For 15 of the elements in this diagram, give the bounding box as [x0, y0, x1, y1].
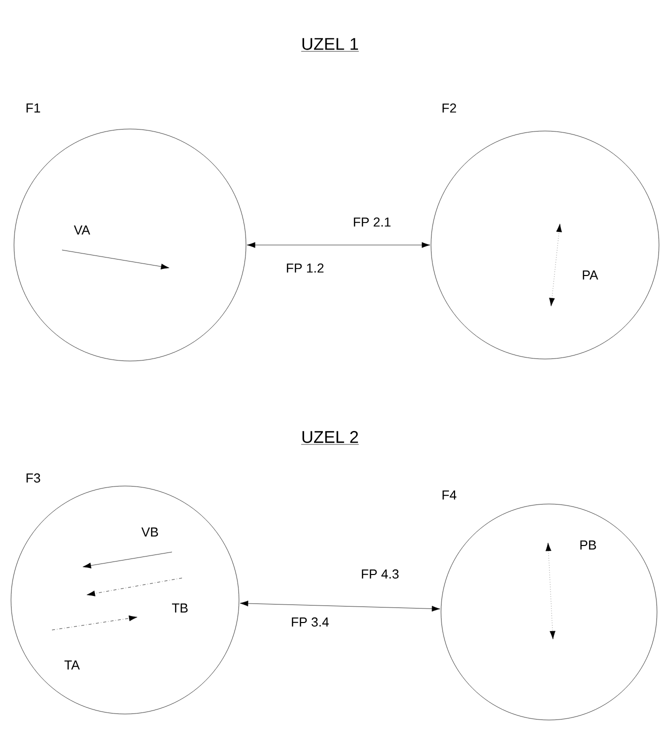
node-label: F4	[442, 490, 456, 500]
arrow-label: TA	[64, 660, 80, 670]
arrow-label: VA	[74, 226, 90, 234]
arrow-label: PA	[582, 270, 598, 280]
node-label: F3	[26, 473, 40, 483]
port-label: FP 3.4	[292, 617, 329, 627]
heading: UZEL 1	[300, 38, 360, 52]
arrow-label: TB	[172, 604, 188, 612]
arrow-label: PB	[580, 540, 596, 550]
arrow	[240, 600, 440, 612]
node-label: F1	[26, 104, 40, 112]
heading: UZEL 2	[300, 430, 360, 445]
arrow	[246, 242, 430, 248]
arrow-label: VB	[141, 528, 158, 536]
node-label: F2	[442, 103, 456, 113]
